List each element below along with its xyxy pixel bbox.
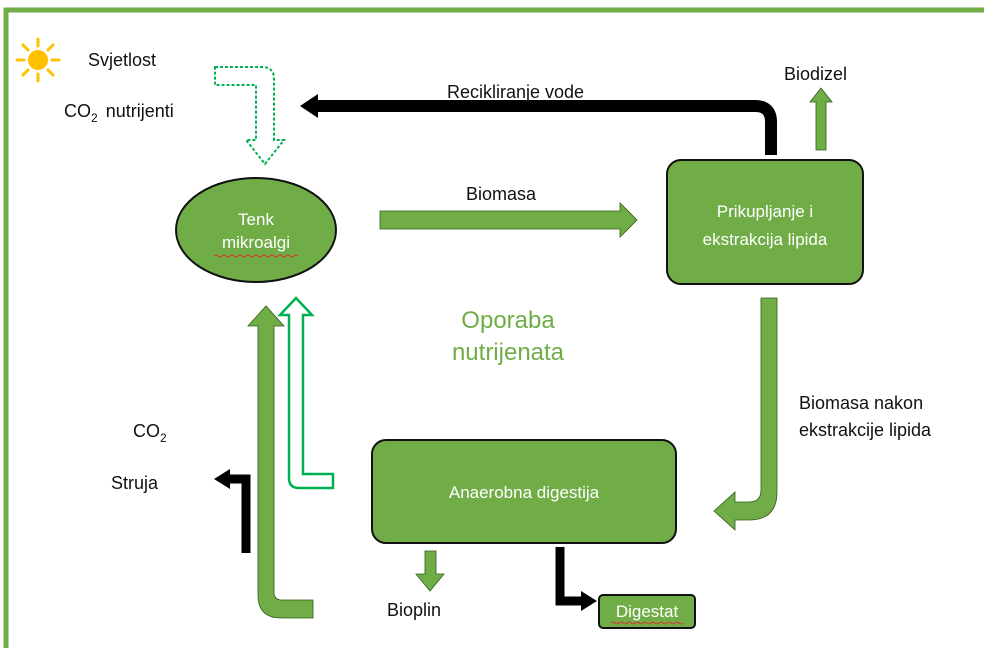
digestate-arrowhead — [581, 591, 597, 611]
water-recycling-arrow — [318, 100, 777, 155]
tank-label-line2: mikroalgi — [222, 233, 290, 252]
biodiesel-arrow — [809, 87, 833, 151]
center-label-line2: nutrijenata — [452, 339, 565, 366]
digestate-arrow — [555, 547, 581, 606]
electricity-arrowhead — [214, 469, 230, 489]
spellcheck-underline — [213, 254, 299, 258]
biomass-arrow — [379, 202, 638, 238]
input-dotted-arrow — [214, 66, 287, 166]
residual-biomass-label-line2: ekstrakcije lipida — [799, 420, 932, 440]
residual-biomass-arrow — [713, 297, 778, 531]
digestate-node — [598, 594, 696, 629]
residual-biomass-label-line1: Biomasa nakon — [799, 393, 923, 413]
electricity-label: Struja — [111, 473, 159, 493]
digestate-label: Digestat — [616, 602, 679, 621]
biodiesel-label: Biodizel — [784, 64, 847, 84]
biogas-return-arrow — [247, 305, 314, 619]
water-recycling-label: Recikliranje vode — [447, 82, 584, 102]
tank-label-line1: Tenk — [238, 210, 274, 229]
light-label: Svjetlost — [88, 50, 156, 70]
collection-label-line1: Prikupljanje i — [717, 202, 813, 221]
digestion-node — [371, 439, 677, 544]
sun-icon — [15, 37, 61, 83]
biogas-label: Bioplin — [387, 600, 441, 620]
co2-output-label: CO2 — [133, 421, 167, 445]
nutrient-return-arrow — [277, 296, 335, 490]
center-label-line1: Oporaba — [461, 307, 555, 334]
tank-node — [175, 177, 337, 283]
digestate-spellcheck-underline — [610, 621, 684, 625]
electricity-arrow — [230, 474, 251, 553]
biogas-arrow — [415, 550, 445, 592]
diagram-frame — [3, 7, 984, 648]
biomass-label: Biomasa — [466, 184, 537, 204]
collection-node — [666, 159, 864, 285]
digestion-label: Anaerobna digestija — [449, 483, 600, 502]
water-recycling-arrowhead — [300, 94, 318, 118]
collection-label-line2: ekstrakcija lipida — [703, 230, 828, 249]
